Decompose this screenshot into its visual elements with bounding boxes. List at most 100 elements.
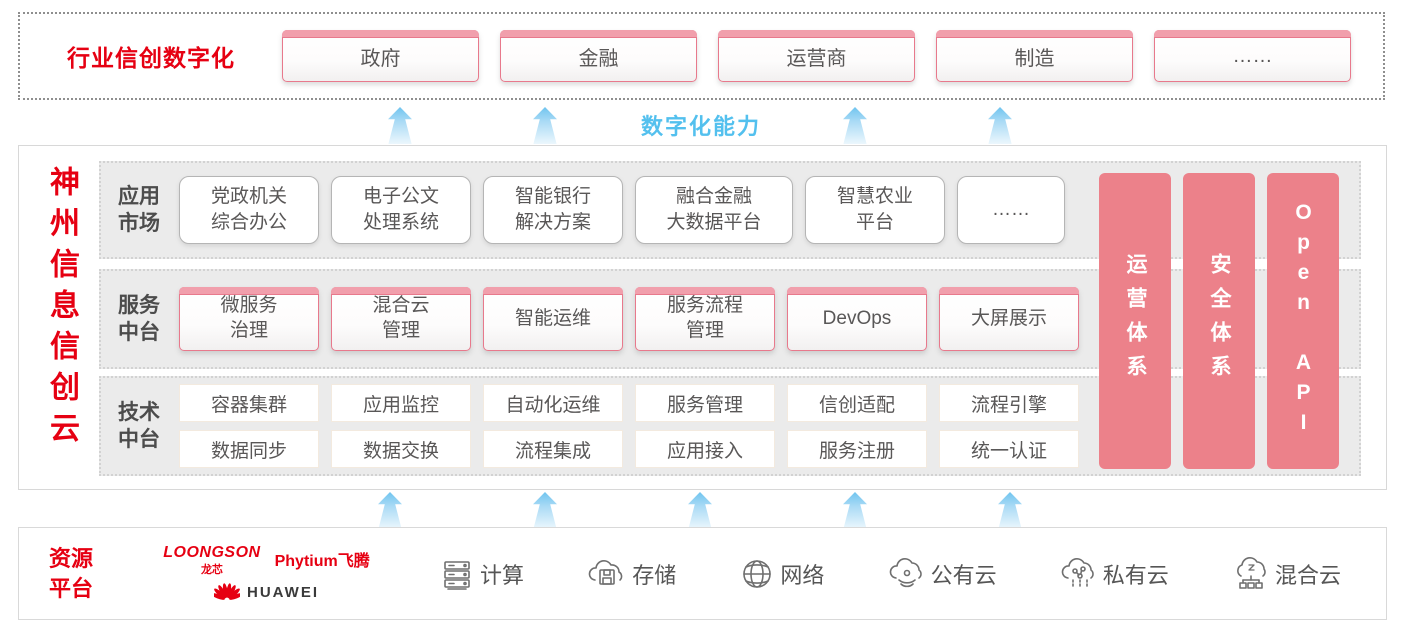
tech-box-label: 应用接入 [666,440,743,462]
platform-section: 神州信息信创云 应用 市场 党政机关 综合办公 电子公文 处理系统 智能银行 解… [18,145,1387,490]
tech-box-process-engine: 流程引擎 [939,384,1079,422]
tech-items-bottom: 数据同步 数据交换 流程集成 应用接入 服务注册 统一认证 [179,430,1079,468]
side-bar-operation-system: 运营体系 [1099,173,1171,469]
service-box-smart-ops: 智能运维 [483,287,623,351]
tech-row-label: 技术 中台 [118,400,160,451]
platform-title: 神州信息信创云 [45,166,78,453]
service-row: 服务 中台 微服务 治理 混合云 管理 智能运维 服务流程 管理 DevOps … [99,269,1361,369]
tech-box-label: 流程集成 [514,440,591,462]
industry-box-label: 金融 [578,47,619,70]
up-arrow-icon [688,492,712,529]
service-box-label: 服务流程 管理 [666,295,743,341]
tech-box-service-mgmt: 服务管理 [635,384,775,422]
app-box-smart-agriculture: 智慧农业 平台 [805,176,945,244]
industry-box-government: 政府 [282,30,479,82]
tech-box-label: 应用监控 [362,394,439,416]
loongson-chinese-name: 龙芯 [200,564,223,576]
tech-box-auto-ops: 自动化运维 [483,384,623,422]
tech-box-data-sync: 数据同步 [179,430,319,468]
tech-box-label: 数据交换 [362,440,439,462]
service-box-label: 混合云 管理 [372,295,430,341]
industry-box-operator: 运营商 [718,30,915,82]
industry-section-title: 行业信创数字化 [67,45,235,71]
hybrid-cloud-icon [1236,556,1266,589]
resource-section-title: 资源 平台 [49,545,94,601]
tech-box-label: 数据同步 [210,440,287,462]
resource-item-network: 网络 [739,556,824,592]
huawei-logo: HUAWEI [214,581,319,603]
resource-item-public-cloud: 公有云 [888,556,997,592]
tech-row: 技术 中台 容器集群 应用监控 自动化运维 服务管理 信创适配 流程引擎 数据同… [99,376,1361,476]
service-box-microservice: 微服务 治理 [179,287,319,351]
resource-items: 计算 存储 [439,556,1341,592]
side-bar-security-system: 安全体系 [1183,173,1255,469]
service-items: 微服务 治理 混合云 管理 智能运维 服务流程 管理 DevOps 大屏展示 [179,287,1079,351]
side-bar-open-api: Open API [1267,173,1339,469]
resource-section: 资源 平台 LOONGSON 龙芯 Phytium飞腾 [18,527,1387,620]
service-box-devops: DevOps [787,287,927,351]
resource-item-label: 计算 [480,562,525,588]
app-box-edoc-system: 电子公文 处理系统 [331,176,471,244]
resource-item-label: 网络 [780,562,825,588]
tech-box-label: 容器集群 [210,394,287,416]
network-icon [743,559,772,588]
service-box-hybrid-cloud-mgmt: 混合云 管理 [331,287,471,351]
private-cloud-icon [1061,557,1094,588]
service-box-label: DevOps [822,307,892,329]
up-arrow-icon [378,492,402,529]
phytium-logo: Phytium飞腾 [274,553,370,570]
tech-box-container-cluster: 容器集群 [179,384,319,422]
up-arrow-icon [998,492,1022,529]
tech-box-service-registry: 服务注册 [787,430,927,468]
app-box-label: 党政机关 综合办公 [210,186,287,233]
industry-box-manufacturing: 制造 [936,30,1133,82]
app-box-label: 电子公文 处理系统 [362,186,439,233]
industry-box-more: …… [1154,30,1351,82]
industry-box-label: 制造 [1014,47,1055,70]
app-market-row: 应用 市场 党政机关 综合办公 电子公文 处理系统 智能银行 解决方案 融合金融… [99,161,1361,259]
service-box-label: 微服务 治理 [220,295,278,341]
tech-box-process-integration: 流程集成 [483,430,623,468]
tech-items: 容器集群 应用监控 自动化运维 服务管理 信创适配 流程引擎 数据同步 数据交换… [179,384,1079,468]
app-box-more: …… [957,176,1065,244]
loongson-wordmark: LOONGSON [163,544,261,561]
tech-box-label: 自动化运维 [505,394,601,416]
resource-item-compute: 计算 [439,556,524,592]
industry-items: 政府 金融 运营商 制造 …… [282,30,1351,82]
tech-box-label: 服务管理 [666,394,743,416]
tech-box-label: 信创适配 [818,394,895,416]
storage-icon [588,559,623,585]
tech-items-top: 容器集群 应用监控 自动化运维 服务管理 信创适配 流程引擎 [179,384,1079,422]
tech-box-label: 统一认证 [970,440,1047,462]
resource-item-label: 私有云 [1102,562,1169,588]
tech-box-label: 流程引擎 [970,394,1047,416]
service-box-dashboard: 大屏展示 [939,287,1079,351]
tech-box-data-exchange: 数据交换 [331,430,471,468]
resource-item-label: 存储 [632,562,677,588]
loongson-logo: LOONGSON 龙芯 [163,544,260,577]
tech-box-xinchuang-adapt: 信创适配 [787,384,927,422]
huawei-wordmark: HUAWEI [247,583,319,601]
capability-label: 数字化能力 [640,114,761,139]
public-cloud-icon [889,557,922,587]
industry-box-label: 运营商 [786,47,847,70]
tech-box-label: 服务注册 [818,440,895,462]
tech-box-app-access: 应用接入 [635,430,775,468]
app-box-label: …… [992,199,1030,221]
compute-icon [444,560,470,590]
resource-item-label: 公有云 [930,562,997,588]
service-row-label: 服务 中台 [118,293,160,344]
app-box-finance-bigdata: 融合金融 大数据平台 [635,176,793,244]
industry-box-label: 政府 [360,47,401,70]
app-market-row-label: 应用 市场 [118,184,160,235]
industry-box-label: …… [1232,44,1273,67]
vendor-row: LOONGSON 龙芯 Phytium飞腾 [163,544,369,577]
up-arrow-icon [843,492,867,529]
resource-item-label: 混合云 [1274,562,1341,588]
app-box-label: 融合金融 大数据平台 [666,186,762,233]
service-box-process-mgmt: 服务流程 管理 [635,287,775,351]
app-box-smart-banking: 智能银行 解决方案 [483,176,623,244]
resource-item-hybrid-cloud: 混合云 [1232,556,1341,592]
up-arrow-icon [533,492,557,529]
